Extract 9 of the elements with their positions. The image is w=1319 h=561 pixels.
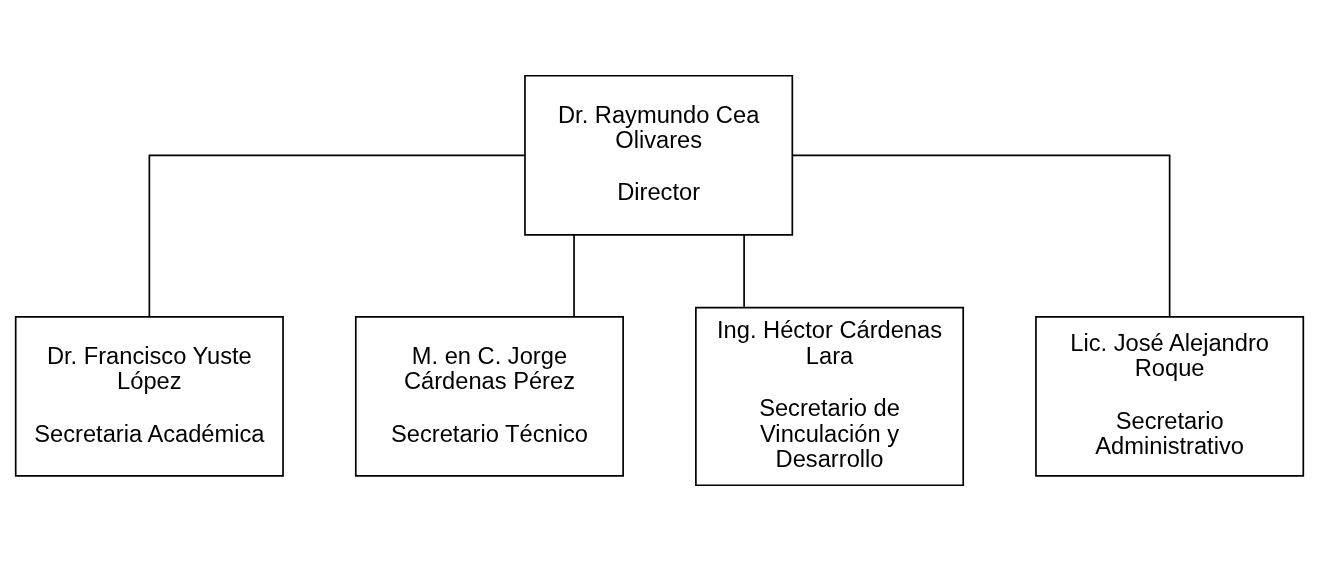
node-box: Dr. Raymundo Cea Olivares Director bbox=[524, 74, 794, 236]
connector bbox=[573, 234, 575, 318]
connector bbox=[792, 154, 1171, 318]
node-box: Ing. Héctor Cárdenas Lara Secretario de Vinculación y Desarrollo bbox=[695, 306, 965, 487]
node-box: M. en C. Jorge Cárdenas Pérez Secretario Técnico bbox=[354, 316, 624, 477]
connector bbox=[148, 154, 526, 318]
node-box: Lic. José Alejandro Roque Secretario Administrativo bbox=[1035, 316, 1305, 477]
connector bbox=[743, 234, 745, 308]
node-box: Dr. Francisco Yuste López Secretaria Académica bbox=[14, 316, 284, 477]
